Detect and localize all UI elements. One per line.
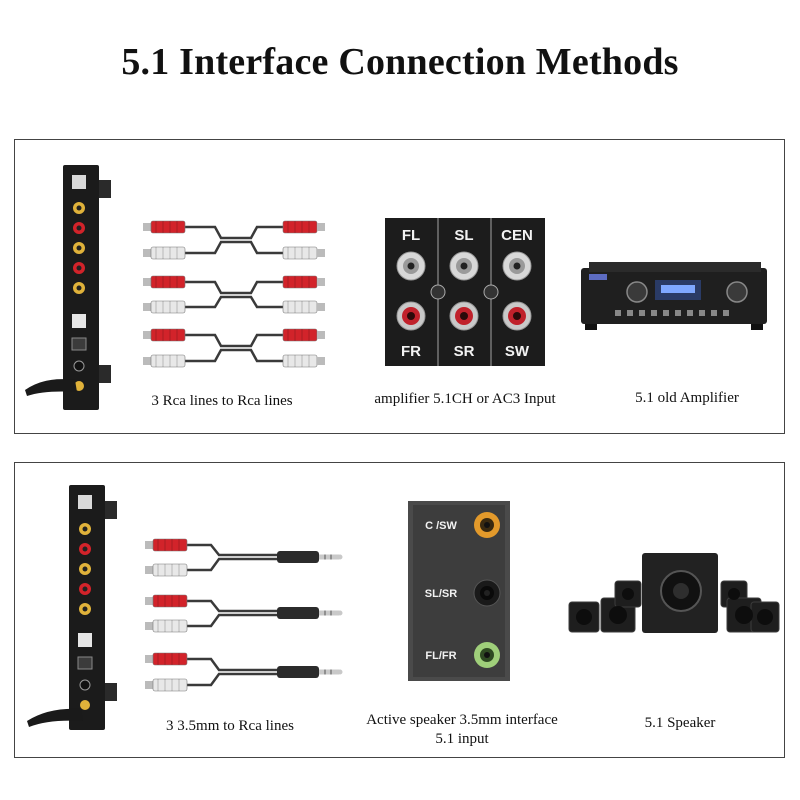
rca-plug-left: [145, 619, 188, 633]
rca-plug-right: [282, 300, 325, 314]
minijack-label-slsr: SL/SR: [425, 588, 457, 600]
rca-plug-left: [143, 354, 186, 368]
rca-plug-left: [145, 538, 188, 552]
jack-panel-image: FL FR SL SR CEN SW: [385, 218, 545, 366]
rca-plug-left: [145, 652, 188, 666]
caption-speaker: 5.1 Speaker: [644, 715, 716, 731]
jack-label-bottom: FR: [401, 343, 421, 360]
jack-label-bottom: SR: [454, 343, 475, 360]
rca-plugs: [143, 220, 325, 368]
speaker-set-image: [568, 553, 780, 633]
rca-plug-left: [143, 300, 186, 314]
caption-minijack-cable: 3 3.5mm to Rca lines: [166, 718, 294, 734]
caption-active-speaker-line1: Active speaker 3.5mm interface: [366, 712, 558, 728]
rca-plug-right: [282, 354, 325, 368]
minijack-plug: [277, 607, 343, 619]
jack-label-top: FL: [402, 227, 420, 244]
minijack-label-csw: C /SW: [425, 520, 457, 532]
rca-illustration: FL FR SL SR CEN SW: [25, 165, 767, 410]
jack-label-bottom: SW: [505, 343, 530, 360]
rca-plug-left: [145, 678, 188, 692]
caption-rca-cable: 3 Rca lines to Rca lines: [151, 393, 293, 409]
rca-plug-right: [282, 246, 325, 260]
minijack-label-flfr: FL/FR: [425, 650, 456, 662]
rca-plug-left: [143, 246, 186, 260]
decoder-device-image: [25, 165, 111, 410]
jack-label-top: SL: [454, 227, 473, 244]
minijack-plug: [277, 666, 343, 678]
page-title: 5.1 Interface Connection Methods: [121, 41, 679, 83]
rca-plug-left: [143, 220, 186, 234]
amplifier-image: [581, 262, 767, 330]
rca-plug-left: [145, 594, 188, 608]
caption-old-amplifier: 5.1 old Amplifier: [635, 390, 739, 406]
decoder-device-image-2: [27, 485, 117, 730]
rca-cables-image: [183, 225, 285, 363]
minijack-connection-panel: C /SW SL/SR FL/FR 3 3.5mm to Rca lines: [14, 462, 785, 758]
minijack-cables-image: [185, 543, 279, 687]
rca-plug-left: [145, 563, 188, 577]
minijack-illustration: C /SW SL/SR FL/FR: [27, 485, 780, 730]
rca-plug-right: [282, 220, 325, 234]
minijack-panel-image: [408, 501, 510, 681]
rca-plug-left: [143, 275, 186, 289]
rca-plug-right: [282, 328, 325, 342]
rca-plug-right: [282, 275, 325, 289]
rca-plug-left: [143, 328, 186, 342]
jack-label-top: CEN: [501, 227, 533, 244]
caption-active-speaker-line2: 5.1 input: [435, 731, 489, 747]
rca-connection-panel: FL FR SL SR CEN SW 3 Rca lines to Rca lines: [14, 139, 785, 434]
minijack-plug: [277, 551, 343, 563]
caption-amplifier-input: amplifier 5.1CH or AC3 Input: [374, 391, 556, 407]
minijack-plugs: [145, 538, 343, 692]
